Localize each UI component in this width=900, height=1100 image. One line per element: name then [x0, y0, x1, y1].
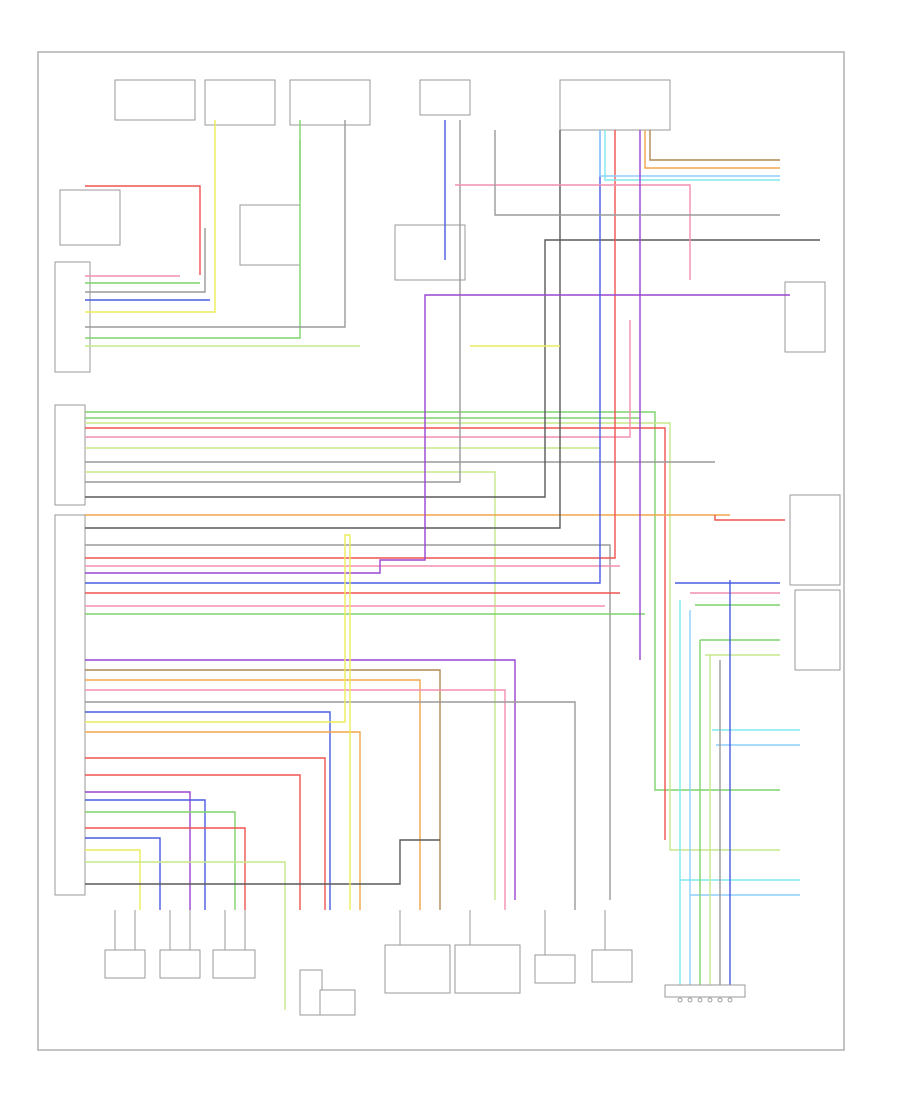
- wire-pink-c14: [85, 689, 506, 910]
- ground-pin-3: [697, 997, 703, 1003]
- wire-lgreen-c27: [85, 861, 286, 1010]
- iac-box: [534, 954, 576, 984]
- wire-gray-a9: [85, 120, 346, 328]
- wire-red-a1: [85, 185, 201, 275]
- ecm-left-connector: [54, 261, 91, 896]
- wire-red-c20: [85, 774, 301, 910]
- wire-purple-c21: [85, 791, 191, 910]
- cmp-sensor-block: [794, 589, 841, 671]
- ecm-connector-c: [54, 514, 86, 896]
- wire-orange-v8: [644, 130, 780, 169]
- ground-pin-1: [677, 997, 683, 1003]
- coil-stack: [319, 989, 356, 1016]
- wire-dark-c2: [85, 130, 561, 529]
- throttle-actuator-box: [384, 944, 451, 994]
- wire-blue-c25: [85, 837, 161, 910]
- wire-purple-c11: [85, 659, 516, 900]
- wire-gray-b9: [85, 120, 461, 483]
- wire-green-a7: [85, 140, 301, 339]
- wire-brown-v7: [649, 130, 780, 161]
- ect-box: [591, 949, 633, 983]
- wire-purple-c6: [85, 294, 790, 574]
- wire-gray-c3: [85, 544, 611, 900]
- wire-pink-b5: [85, 320, 631, 438]
- ground-pin-2: [687, 997, 693, 1003]
- bottom-pin-stubs: [114, 910, 606, 955]
- iat-sensor-box: [159, 949, 201, 979]
- wire-brown-c12: [85, 669, 441, 910]
- ecm-connector-top: [559, 79, 671, 131]
- wire-blue-c22: [85, 799, 206, 910]
- ground-pin-5: [717, 997, 723, 1003]
- wires: [85, 120, 820, 1010]
- vss-block: [789, 494, 841, 586]
- wire-red-b4: [85, 427, 666, 840]
- wire-orange-c18: [85, 731, 361, 910]
- map-sensor-box: [104, 949, 146, 979]
- wire-yellow-c26: [85, 849, 141, 910]
- wire-lgreen-b3: [85, 422, 780, 851]
- ground-pin-4: [707, 997, 713, 1003]
- bottom-components: [104, 944, 746, 1016]
- wire-red-c19: [85, 757, 326, 910]
- wire-red-c24: [85, 827, 246, 910]
- wire-green-b1: [85, 411, 780, 791]
- wire-blue-c16: [85, 711, 331, 910]
- wire-gray-b10: [85, 239, 820, 498]
- egr-box: [454, 944, 521, 994]
- clutch-switch-block: [239, 204, 301, 266]
- wire-orange-c13: [85, 679, 421, 910]
- relay-block-1: [204, 79, 276, 126]
- brake-switch-block: [59, 189, 121, 246]
- top-connectors: [114, 79, 671, 131]
- wire-yellow-a6: [85, 120, 216, 313]
- wire-light-blue-v5: [599, 130, 780, 177]
- wire-blue-c7: [85, 130, 601, 584]
- wire-red-c4: [85, 130, 616, 559]
- fuse-block: [419, 79, 471, 116]
- injector-stack: [299, 969, 323, 1016]
- diagram-frame: [37, 51, 845, 1051]
- wire-dark-c28: [85, 839, 440, 885]
- wire-cyan-v6: [604, 130, 780, 181]
- ckp-connector-box: [664, 984, 746, 998]
- ecm-connector-a: [54, 261, 91, 373]
- wire-lgreen-b8: [85, 471, 496, 900]
- relay-block-2: [289, 79, 371, 126]
- ground-row: [677, 997, 733, 1003]
- tps-box: [212, 949, 256, 979]
- wire-gray-c15: [85, 701, 576, 910]
- oxygen-sensor-block: [784, 281, 826, 353]
- wire-pink-v4: [455, 184, 691, 280]
- wire-gray-a4: [85, 228, 206, 293]
- ecm-connector-b: [54, 404, 86, 506]
- ground-pin-6: [727, 997, 733, 1003]
- wire-gray-v11: [494, 130, 780, 216]
- wire-green-c23: [85, 811, 236, 910]
- park-neutral-switch-block: [394, 224, 466, 281]
- ignition-switch-block: [114, 79, 196, 121]
- wire-yellow-c17: [85, 534, 350, 723]
- wire-red-r1: [714, 515, 785, 521]
